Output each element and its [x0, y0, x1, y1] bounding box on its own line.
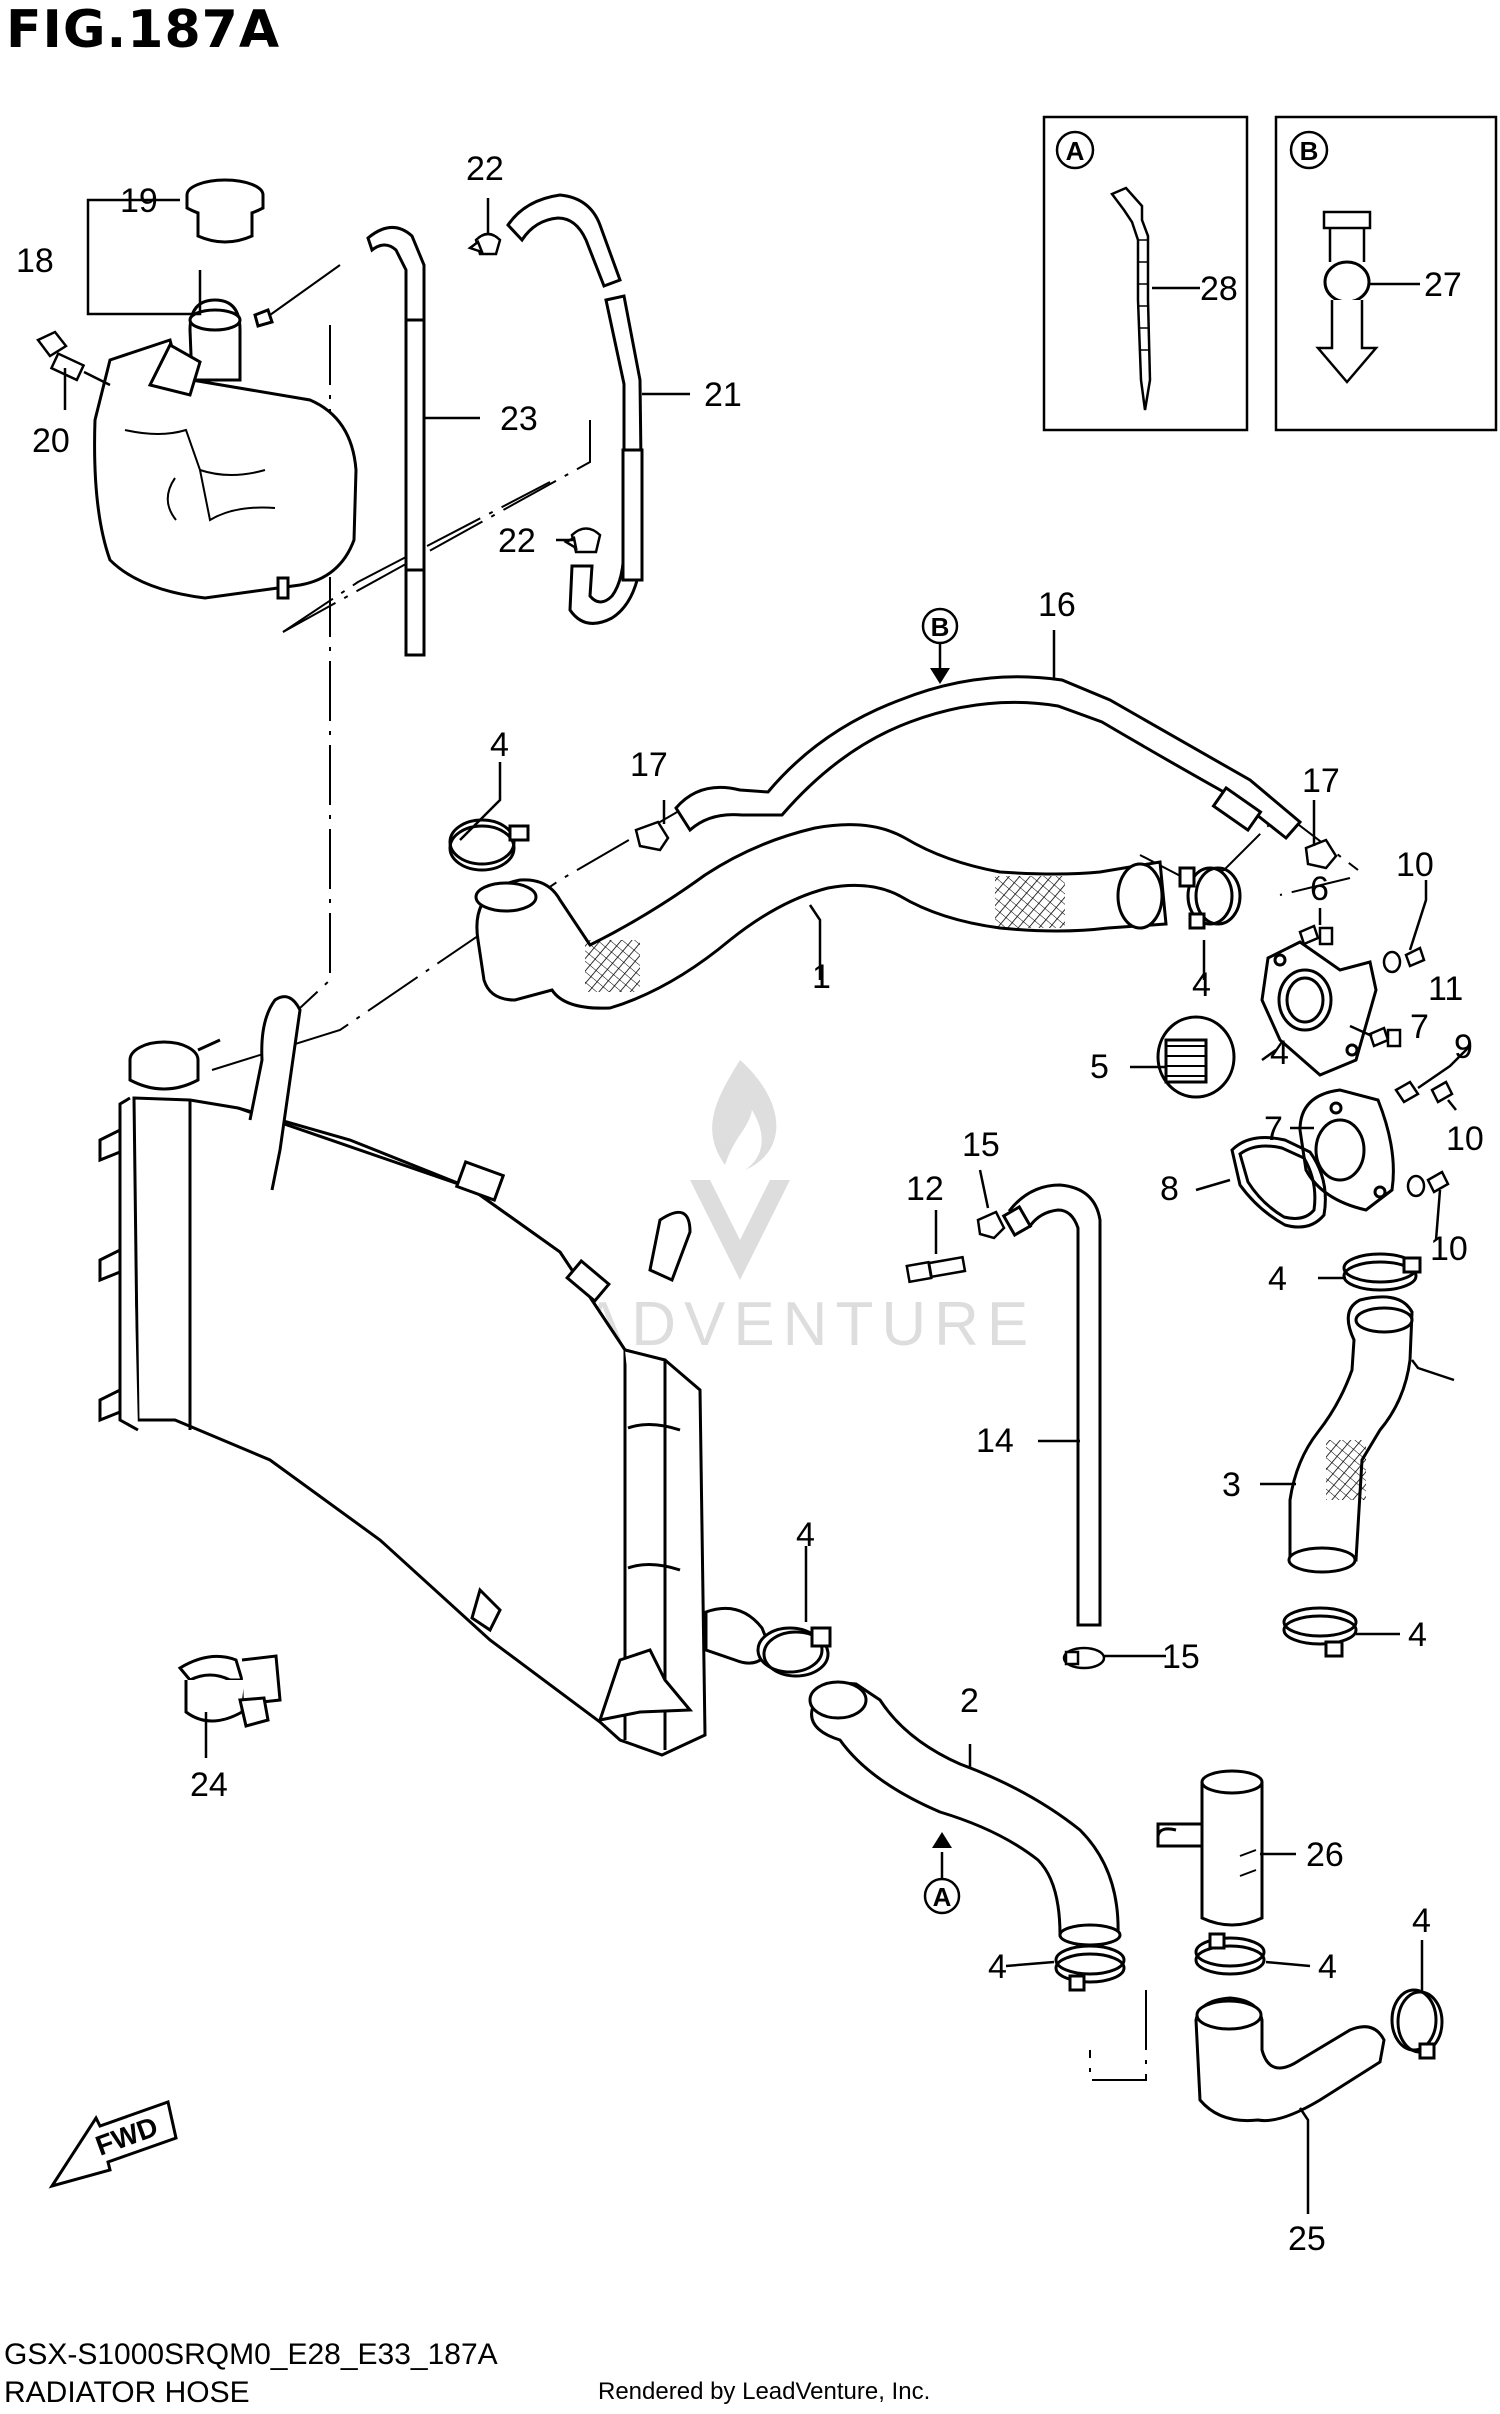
callout-1: 1	[812, 958, 831, 996]
fwd-arrow-icon: FWD	[48, 2100, 178, 2189]
marker-b-letter: B	[931, 612, 950, 642]
callout-12: 11	[1428, 970, 1463, 1008]
callout-22-top: 22	[466, 150, 504, 188]
hose-3	[1287, 1295, 1414, 1574]
reservoir-cap	[185, 178, 265, 244]
callout-16: 16	[1038, 586, 1076, 624]
callout-17-left: 17	[630, 746, 668, 784]
clip-17-left	[634, 820, 670, 852]
callout-3: 3	[1222, 1466, 1241, 1504]
callout-4-pipe26: 4	[1318, 1948, 1337, 1986]
clip-15-top	[976, 1210, 1006, 1240]
callout-4-hose3-top: 4	[1268, 1260, 1287, 1298]
inset-box-a: A 28	[1042, 115, 1249, 432]
callout-10-middle: 10	[1446, 1120, 1484, 1158]
clamp-22-top	[467, 232, 502, 256]
marker-a: A	[923, 1832, 961, 1915]
callout-14: 14	[976, 1422, 1014, 1460]
clip-15-bottom	[1062, 1646, 1106, 1670]
pipe-26	[1156, 1769, 1264, 1927]
callout-10-bottom: 10	[1430, 1230, 1468, 1268]
inset-b-part-number: 27	[1424, 266, 1462, 304]
callout-6: 5	[1090, 1048, 1109, 1086]
callout-7-top: 6	[1310, 870, 1329, 908]
clamp-4-hose3-top	[1342, 1252, 1422, 1292]
callout-4-hose25: 4	[1412, 1902, 1431, 1940]
callout-4-upper-left: 4	[490, 726, 509, 764]
clamp-4-hose3-bottom	[1282, 1606, 1358, 1658]
bolt-20	[36, 330, 111, 387]
callout-10-top: 9	[1454, 1028, 1473, 1066]
callout-11: 10	[1396, 846, 1434, 884]
clamp-4-hose25	[1390, 1988, 1444, 2060]
hose-21	[506, 193, 644, 625]
callout-26: 26	[1306, 1836, 1344, 1874]
callout-22-bottom: 22	[498, 522, 536, 560]
hose-25	[1194, 1996, 1386, 2123]
clamp-4-upper-right	[1178, 866, 1242, 930]
hose-2	[808, 1680, 1122, 1947]
thermostat-6	[1130, 1015, 1236, 1099]
callout-21: 21	[704, 376, 742, 414]
callout-5: 4	[1270, 1034, 1289, 1072]
callout-4-hose3-bottom: 4	[1408, 1616, 1427, 1654]
callout-25: 25	[1288, 2220, 1326, 2258]
callout-24: 24	[190, 1766, 228, 1804]
callout-labels: 1 2 3 4 4 4 4 4 4 4 4 4 5 6 7 7 8 9 10 1…	[16, 150, 1484, 2258]
figure-name: RADIATOR HOSE	[4, 2376, 250, 2409]
hose-1	[474, 823, 1168, 1010]
callout-4-hose2-bottom: 4	[988, 1948, 1007, 1986]
callout-8: 7	[1264, 1110, 1283, 1148]
callout-9: 8	[1160, 1170, 1179, 1208]
hose-16	[674, 675, 1303, 841]
callout-17-right: 17	[1302, 762, 1340, 800]
callout-15-top: 15	[962, 1126, 1000, 1164]
callout-7-middle: 7	[1410, 1008, 1429, 1046]
inset-b-letter: B	[1300, 136, 1319, 166]
callout-23: 23	[500, 400, 538, 438]
marker-b: B	[921, 607, 959, 684]
radiator	[98, 995, 772, 1757]
callout-4-upper-right: 4	[1192, 966, 1211, 1004]
callout-15-bottom: 15	[1162, 1638, 1200, 1676]
clamp-4-pipe26	[1194, 1932, 1266, 1976]
callout-20: 20	[32, 422, 70, 460]
figure-code: GSX-S1000SRQM0_E28_E33_187A	[4, 2338, 498, 2371]
cable-tie-clip-icon	[1110, 186, 1200, 411]
callout-13: 12	[906, 1170, 944, 1208]
hose-14	[1001, 1183, 1102, 1627]
inset-a-part-number: 28	[1200, 270, 1238, 308]
bolts-7-10-11-12	[1298, 924, 1454, 1198]
leader-lines	[63, 198, 1471, 2214]
reservoir-tank	[93, 264, 358, 600]
thermostat-housing-5	[1260, 940, 1378, 1077]
figure-title: FIG.187A	[6, 0, 281, 60]
clip-17-right	[1304, 838, 1338, 870]
inset-a-letter: A	[1066, 136, 1085, 166]
callout-18: 18	[16, 242, 54, 280]
callout-4-radiator-outlet: 4	[796, 1516, 815, 1554]
render-credit: Rendered by LeadVenture, Inc.	[598, 2378, 931, 2405]
inset-box-b: B 27	[1274, 115, 1498, 432]
gasket-9	[1230, 1136, 1327, 1229]
hose-marking-arrow-icon	[1315, 210, 1420, 384]
callout-19: 19	[120, 182, 158, 220]
callout-2: 2	[960, 1682, 979, 1720]
clamp-4-upper-left	[448, 818, 530, 872]
bolt-13	[905, 1255, 967, 1284]
clamp-4-hose2-bottom	[1054, 1944, 1126, 1992]
clamp-4-radiator-outlet	[756, 1626, 832, 1678]
bracket-24	[177, 1654, 282, 1728]
hose-23	[366, 226, 426, 657]
marker-a-letter: A	[933, 1882, 952, 1912]
